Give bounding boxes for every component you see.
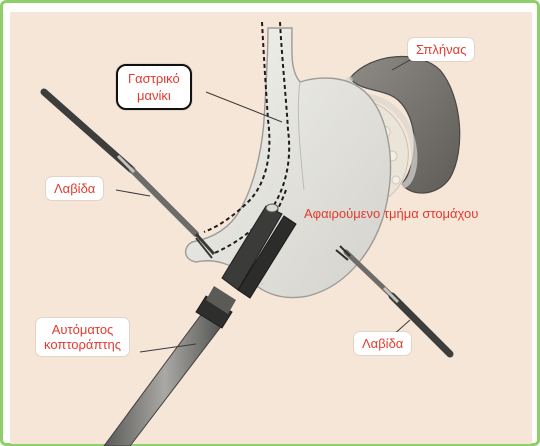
gastric-sleeve-label-line1: Γαστρικό — [128, 70, 180, 87]
gastric-sleeve-label: Γαστρικό μανίκι — [116, 64, 192, 110]
forceps-left-label: Λαβίδα — [46, 177, 103, 200]
gastric-sleeve-label-line2: μανίκι — [128, 87, 180, 104]
stapler-label: Αυτόματος κοπτοράπτης — [36, 318, 129, 356]
forceps-left-label-text: Λαβίδα — [54, 181, 95, 196]
left-forceps-instrument — [44, 92, 214, 258]
stapler-label-line1: Αυτόματος — [44, 322, 121, 337]
forceps-right-label-text: Λαβίδα — [362, 336, 403, 351]
spleen-label: Σπλήνας — [408, 38, 474, 61]
removed-stomach-label: Αφαιρούμενο τμήμα στομάχου — [304, 206, 478, 221]
spleen-label-text: Σπλήνας — [416, 42, 466, 57]
stapler-label-line2: κοπτοράπτης — [44, 337, 121, 352]
forceps-right-label: Λαβίδα — [354, 332, 411, 355]
removed-stomach-label-text: Αφαιρούμενο τμήμα στομάχου — [304, 206, 478, 221]
